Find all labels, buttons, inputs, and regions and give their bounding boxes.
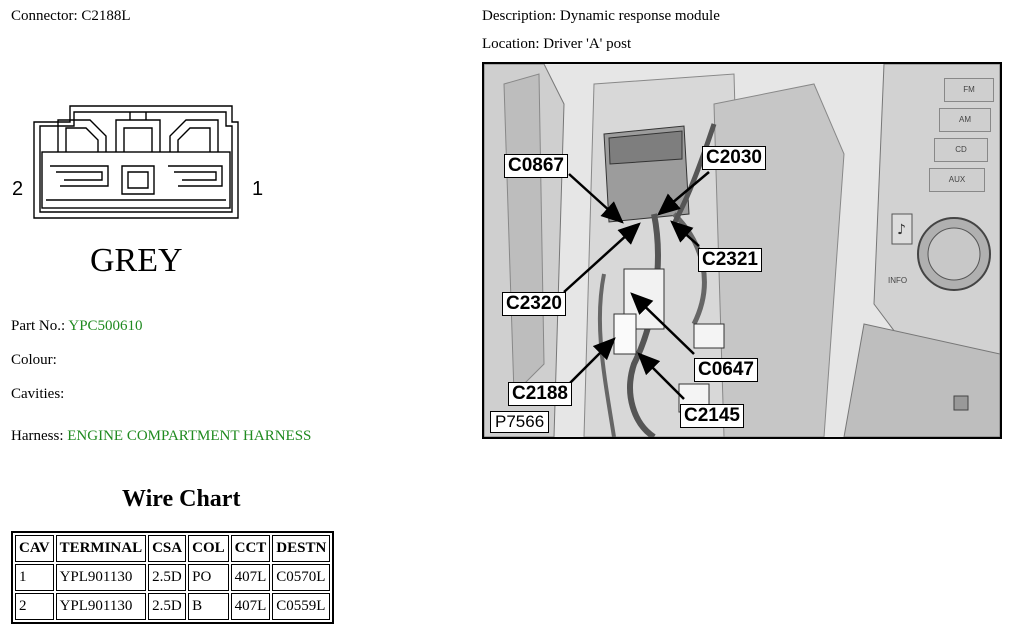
connector-value: C2188L xyxy=(81,8,131,24)
location-line: Location: Driver 'A' post xyxy=(482,36,631,53)
location-label: Location: xyxy=(482,36,540,52)
cell-col: PO xyxy=(188,564,229,591)
header-terminal: TERMINAL xyxy=(55,535,147,562)
callout-c0867: C0867 xyxy=(504,154,568,178)
header-cct: CCT xyxy=(230,535,271,562)
cell-destn: C0570L xyxy=(272,564,331,591)
colour-label: Colour: xyxy=(11,352,57,368)
callout-c2145: C2145 xyxy=(680,404,744,428)
callout-c2188: C2188 xyxy=(508,382,572,406)
radio-button-cd: CD xyxy=(934,138,988,162)
location-value: Driver 'A' post xyxy=(543,36,632,52)
wire-chart-title: Wire Chart xyxy=(122,486,241,512)
description-line: Description: Dynamic response module xyxy=(482,8,720,25)
location-illustration: ♪ FM AM CD AUX INFO C0867 C2030 C2321 C2… xyxy=(482,62,1002,439)
header-cav: CAV xyxy=(15,535,54,562)
cell-cav: 1 xyxy=(15,564,54,591)
connector-color-label: GREY xyxy=(90,242,183,279)
cell-csa: 2.5D xyxy=(148,564,187,591)
part-no-line: Part No.: YPC500610 xyxy=(11,318,143,335)
radio-button-fm: FM xyxy=(944,78,994,102)
table-header-row: CAV TERMINAL CSA COL CCT DESTN xyxy=(15,535,331,562)
header-destn: DESTN xyxy=(272,535,331,562)
table-row: 1 YPL901130 2.5D PO 407L C0570L xyxy=(15,564,331,591)
cell-cct: 407L xyxy=(230,564,271,591)
wire-chart-table: CAV TERMINAL CSA COL CCT DESTN 1 YPL9011… xyxy=(11,531,335,624)
pin-1-label: 1 xyxy=(252,178,263,200)
description-label: Description: xyxy=(482,8,557,24)
harness-label: Harness: xyxy=(11,428,64,444)
description-value: Dynamic response module xyxy=(559,8,720,24)
cell-terminal: YPL901130 xyxy=(55,593,147,620)
connector-line: Connector: C2188L xyxy=(11,8,131,25)
cell-cct: 407L xyxy=(230,593,271,620)
callout-c2030: C2030 xyxy=(702,146,766,170)
cell-col: B xyxy=(188,593,229,620)
music-note-icon: ♪ xyxy=(897,222,906,238)
callout-c0647: C0647 xyxy=(694,358,758,382)
callout-c2320: C2320 xyxy=(502,292,566,316)
connector-face-diagram: 2 1 GREY xyxy=(12,105,263,279)
harness-value: ENGINE COMPARTMENT HARNESS xyxy=(67,428,312,444)
part-no-label: Part No.: xyxy=(11,318,66,334)
harness-line: Harness: ENGINE COMPARTMENT HARNESS xyxy=(11,428,311,445)
radio-button-info: INFO xyxy=(888,276,908,285)
radio-button-am: AM xyxy=(939,108,991,132)
cavities-label: Cavities: xyxy=(11,386,65,402)
cell-terminal: YPL901130 xyxy=(55,564,147,591)
header-csa: CSA xyxy=(148,535,187,562)
callout-c2321: C2321 xyxy=(698,248,762,272)
part-no-value: YPC500610 xyxy=(68,318,143,334)
header-col: COL xyxy=(188,535,229,562)
pin-2-label: 2 xyxy=(12,178,23,200)
callout-arrows xyxy=(563,171,710,400)
table-row: 2 YPL901130 2.5D B 407L C0559L xyxy=(15,593,331,620)
connector-label: Connector: xyxy=(11,8,78,24)
illustration-ref: P7566 xyxy=(490,411,550,433)
cell-destn: C0559L xyxy=(272,593,331,620)
radio-button-aux: AUX xyxy=(929,168,985,192)
cell-csa: 2.5D xyxy=(148,593,187,620)
cell-cav: 2 xyxy=(15,593,54,620)
